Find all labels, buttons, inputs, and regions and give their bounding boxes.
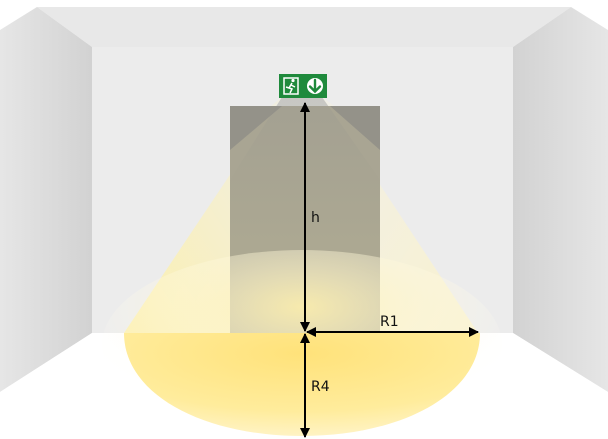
exit-sign — [279, 74, 327, 98]
left-wall — [0, 7, 92, 392]
door-top-shadow-left — [230, 106, 282, 150]
height-label: h — [311, 210, 320, 226]
radius-side-label: R1 — [380, 314, 399, 330]
right-wall — [513, 7, 608, 392]
running-man-exit-icon — [283, 77, 299, 95]
ceiling — [37, 7, 571, 47]
door-top-shadow-right — [330, 106, 380, 150]
radius-front-label: R4 — [311, 379, 330, 395]
arrow-down-icon — [307, 78, 323, 94]
